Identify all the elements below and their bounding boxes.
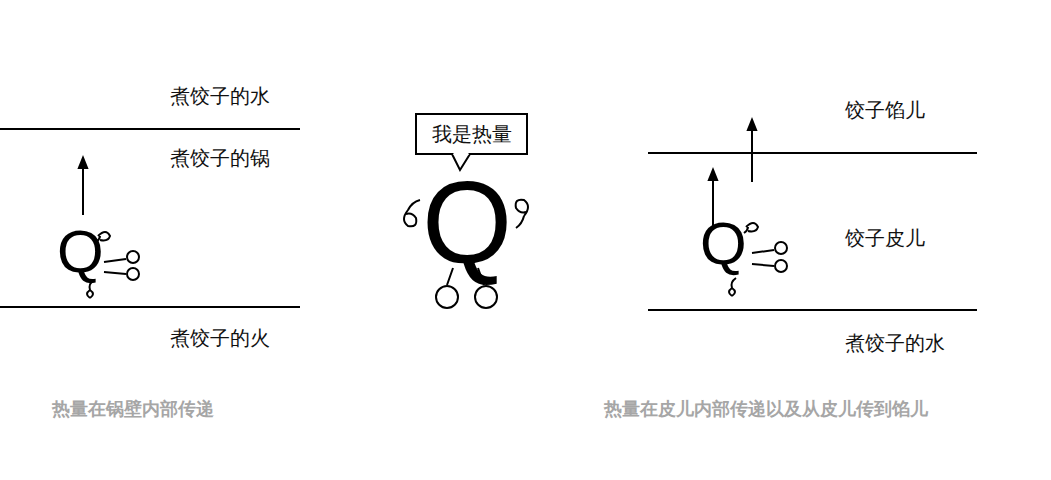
layer-label: 煮饺子的火 xyxy=(170,326,270,350)
speech-tail xyxy=(452,154,470,170)
q-foot xyxy=(729,278,736,296)
heat-arrow xyxy=(82,162,84,215)
heat-arrow xyxy=(751,124,753,182)
speech-text: 我是热量 xyxy=(432,121,512,148)
layer-line xyxy=(0,128,300,130)
q-foot xyxy=(436,286,458,308)
layer-label: 饺子馅儿 xyxy=(845,98,925,122)
speech-tail-gap xyxy=(454,153,469,155)
heat-character: Q xyxy=(422,165,512,281)
q-foot xyxy=(475,286,497,308)
q-hand xyxy=(775,242,787,254)
layer-label: 煮饺子的锅 xyxy=(170,146,270,170)
q-arms xyxy=(752,250,774,266)
caption-text: 热量在皮儿内部传递以及从皮儿传到馅儿 xyxy=(604,398,928,420)
q-arm xyxy=(516,200,528,228)
layer-label: 煮饺子的水 xyxy=(170,84,270,108)
q-arm xyxy=(404,200,420,226)
q-hand xyxy=(127,251,139,263)
layer-line xyxy=(0,306,300,308)
q-foot xyxy=(87,280,94,298)
heat-character: Q xyxy=(700,214,747,274)
q-hand xyxy=(127,268,139,280)
layer-line xyxy=(648,309,977,311)
layer-label: 煮饺子的水 xyxy=(845,331,945,355)
layer-label: 饺子皮儿 xyxy=(845,226,925,250)
heat-character: Q xyxy=(57,222,104,282)
q-hand xyxy=(775,260,787,272)
speech-box: 我是热量 xyxy=(415,113,528,155)
layer-line xyxy=(648,152,977,154)
caption-text: 热量在锅壁内部传递 xyxy=(52,398,214,420)
q-arms xyxy=(104,259,126,274)
